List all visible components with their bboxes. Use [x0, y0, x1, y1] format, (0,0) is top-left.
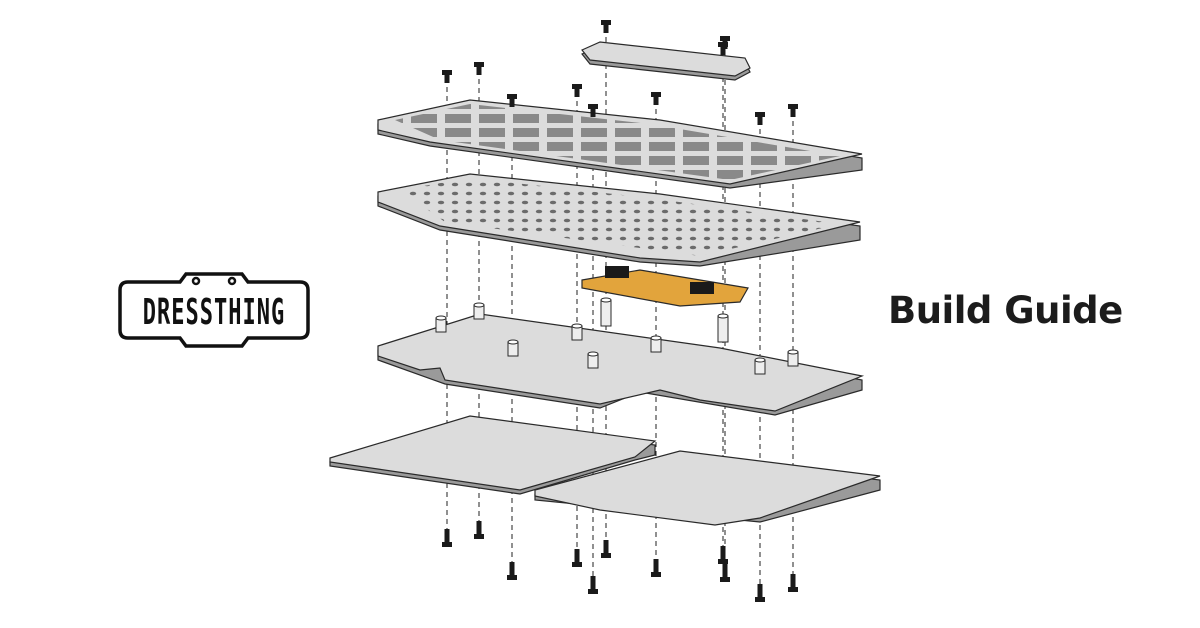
standoff	[571, 323, 583, 341]
screw-icon	[651, 92, 661, 105]
screw-icon	[718, 546, 728, 564]
screw-icon	[651, 559, 661, 577]
standoff	[507, 339, 519, 357]
page-title: Build Guide	[888, 289, 1123, 332]
screw-icon	[755, 112, 765, 125]
screw-icon	[588, 104, 598, 117]
pcb-plate	[377, 313, 865, 416]
standoff	[650, 335, 662, 353]
screw-icon	[474, 62, 484, 75]
screw-icon	[507, 94, 517, 107]
screw-icon	[474, 521, 484, 539]
logo-wordmark: DRESSTHING	[142, 293, 286, 334]
screw-icon	[601, 540, 611, 558]
brand-logo: DRESSTHING	[116, 270, 312, 350]
screw-icon	[442, 529, 452, 547]
screw-icon	[788, 104, 798, 117]
screw-icon	[601, 20, 611, 33]
standoff	[600, 297, 612, 327]
standoff	[473, 302, 485, 320]
standoffs	[435, 297, 799, 375]
screw-icon	[572, 84, 582, 97]
screw-icon	[507, 562, 517, 580]
controller-board	[581, 266, 749, 307]
switch-plate	[377, 173, 861, 267]
screw-icon	[788, 574, 798, 592]
screw-icon	[442, 70, 452, 83]
standoff	[717, 313, 729, 343]
dressthing-wordmark-logo-icon	[118, 272, 310, 348]
screw-icon	[755, 584, 765, 602]
screws-top	[442, 20, 798, 125]
standoff	[787, 349, 799, 367]
screw-icon	[720, 36, 730, 49]
screws-bottom	[442, 521, 798, 602]
screw-icon	[572, 549, 582, 567]
standoff	[587, 351, 599, 369]
bottom-plate-right	[534, 450, 881, 526]
bottom-plate-left	[329, 415, 657, 495]
screw-icon	[720, 564, 730, 582]
screw-icon	[588, 576, 598, 594]
standoff	[754, 357, 766, 375]
top-plate	[377, 99, 863, 189]
standoff	[435, 315, 447, 333]
top-bar-plate	[581, 41, 751, 81]
